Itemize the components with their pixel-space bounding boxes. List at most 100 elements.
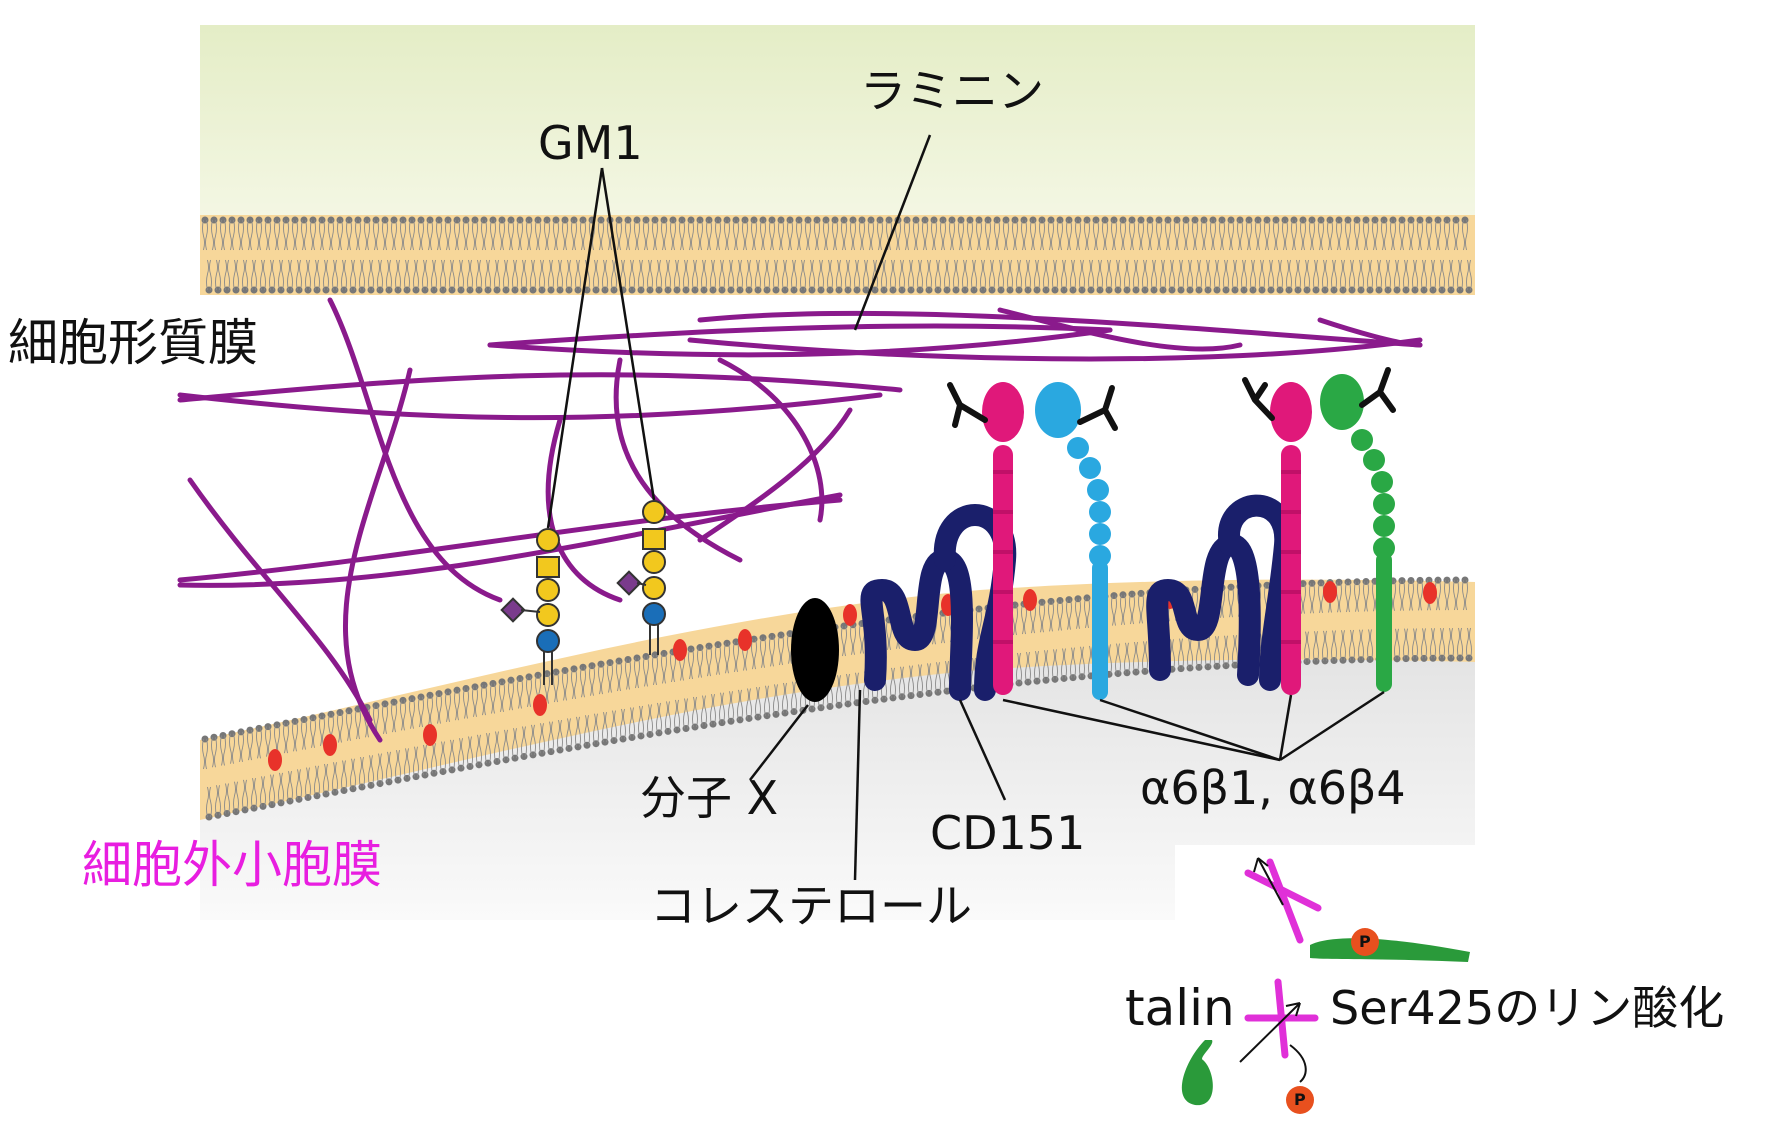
lipid-tail (1354, 581, 1360, 612)
lipid-tail (472, 686, 478, 717)
lipid-tail (233, 781, 239, 812)
lipid-tail (1084, 597, 1090, 629)
lipid-tail (926, 259, 932, 291)
lipid-tail (1016, 652, 1022, 684)
lipid-tail (1115, 643, 1121, 674)
lipid-tail (481, 219, 487, 251)
lipid-tail (350, 758, 356, 789)
lipid-tail (346, 219, 352, 251)
label-ev-membrane: 細胞外小胞膜 (82, 836, 382, 894)
lipid-tail (1408, 580, 1414, 611)
lipid-tail (251, 259, 257, 291)
lipid-tail (472, 219, 478, 251)
lipid-tail (1453, 579, 1459, 611)
lipid-tail (494, 731, 500, 762)
lipid-tail (404, 259, 410, 291)
lipid-tail (1075, 598, 1081, 629)
lipid-tail (953, 259, 959, 291)
lipid-tail (292, 721, 298, 752)
lipid-tail (940, 613, 946, 644)
phospho-upper (1351, 928, 1379, 956)
lipid-tail (260, 259, 266, 291)
lipid-tail (571, 219, 577, 251)
lipid-tail (571, 668, 577, 699)
lipid-tail (521, 259, 527, 291)
lipid-tail (202, 219, 208, 251)
lipid-tail (1111, 595, 1117, 626)
lipid-tail (1394, 259, 1400, 291)
lipid-tail (809, 259, 815, 291)
lipid-tail (656, 259, 662, 291)
cholesterol (843, 604, 857, 626)
lipid-tail (1133, 641, 1139, 673)
lipid-tail (517, 678, 523, 709)
lipid-tail (548, 721, 554, 752)
lipid-tail (463, 219, 469, 251)
lipid-tail (211, 219, 217, 251)
lipid-tail (440, 259, 446, 291)
lipid-tail (1160, 259, 1166, 291)
lipid-tail (841, 625, 847, 657)
lipid-tail (341, 760, 347, 791)
lipid-tail (220, 735, 226, 766)
lipid-tail (1345, 581, 1351, 613)
lipid-tail (980, 259, 986, 291)
lipid-tail (1340, 630, 1346, 661)
label-laminin: ラミニン (860, 64, 1044, 118)
lipid-tail (1309, 583, 1315, 614)
lipid-tail (499, 219, 505, 251)
lipid-tail (764, 259, 770, 291)
lipid-tail (215, 785, 221, 816)
lipid-tail (665, 259, 671, 291)
lipid-tail (593, 713, 599, 744)
lipid-tail (296, 259, 302, 291)
lipid-tail (611, 259, 617, 291)
lipid-tail (598, 664, 604, 695)
lipid-tail (562, 670, 568, 701)
inset-background (1175, 845, 1475, 940)
lipid-tail (1336, 219, 1342, 251)
lipid-tail (220, 219, 226, 251)
lipid-tail (265, 726, 271, 757)
lipid-tail (206, 259, 212, 291)
lipid-tail (1205, 259, 1211, 291)
lipid-tail (746, 259, 752, 291)
lipid-tail (737, 259, 743, 291)
lipid-tail (665, 701, 671, 732)
lipid-tail (818, 259, 824, 291)
lipid-tail (1066, 219, 1072, 251)
cell-membrane-lipids (201, 216, 1473, 294)
lipid-tail (427, 219, 433, 251)
lipid-tail (1246, 219, 1252, 251)
lipid-tail (400, 700, 406, 731)
lipid-tail (782, 682, 788, 714)
lipid-tail (643, 656, 649, 687)
lipid-tail (1331, 630, 1337, 661)
lipid-tail (652, 654, 658, 686)
lipid-tail (796, 219, 802, 251)
lipid-tail (1403, 259, 1409, 291)
lipid-tail (1129, 593, 1135, 625)
lipid-tail (661, 653, 667, 684)
lipid-tail (710, 259, 716, 291)
lipid-tail (634, 657, 640, 689)
lipid-tail (1264, 219, 1270, 251)
lipid-tail (706, 646, 712, 677)
lipid-tail (481, 685, 487, 716)
lipid-tail (935, 662, 941, 693)
lipid-tail (206, 786, 212, 818)
lipid-tail (530, 724, 536, 756)
lipid-tail (1232, 635, 1238, 666)
lipid-tail (1174, 219, 1180, 251)
lipid-tail (1120, 594, 1126, 625)
lipid-tail (1363, 581, 1369, 612)
lipid-tail (868, 219, 874, 251)
inhibition-mark-upper (1244, 858, 1322, 944)
lipid-tail (832, 219, 838, 251)
lipid-tail (1079, 259, 1085, 291)
lipid-tail (962, 259, 968, 291)
lipid-tail (391, 219, 397, 251)
lipid-tail (355, 219, 361, 251)
lipid-tail (620, 708, 626, 740)
